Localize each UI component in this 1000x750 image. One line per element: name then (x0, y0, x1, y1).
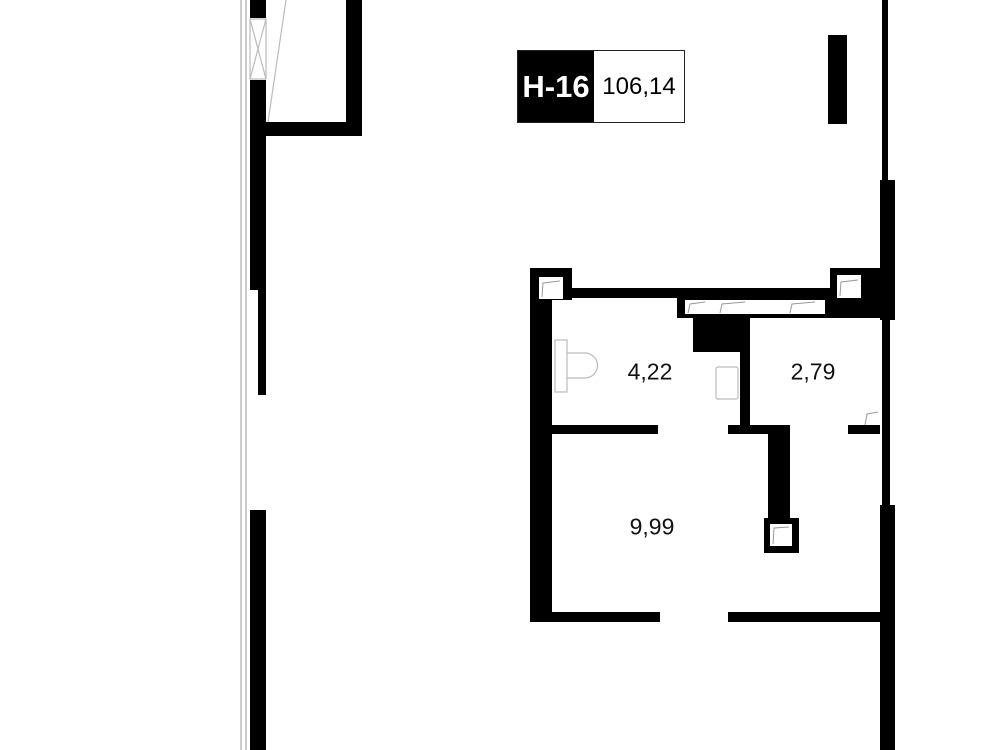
shafts (539, 275, 879, 546)
room-area-bathroom: 4,22 (627, 358, 673, 385)
toilet-tank (554, 339, 568, 393)
unit-area: 106,14 (594, 51, 684, 122)
interior-walls (530, 268, 880, 622)
toilet-bowl (567, 352, 599, 379)
unit-badge: Н-16 106,14 (517, 50, 685, 123)
room-area-wc: 2,79 (790, 358, 836, 385)
room-area-storage: 9,99 (629, 513, 675, 540)
sink (715, 366, 739, 400)
fixtures (554, 339, 739, 400)
unit-id: Н-16 (518, 51, 594, 122)
exterior-walls (240, 0, 895, 750)
